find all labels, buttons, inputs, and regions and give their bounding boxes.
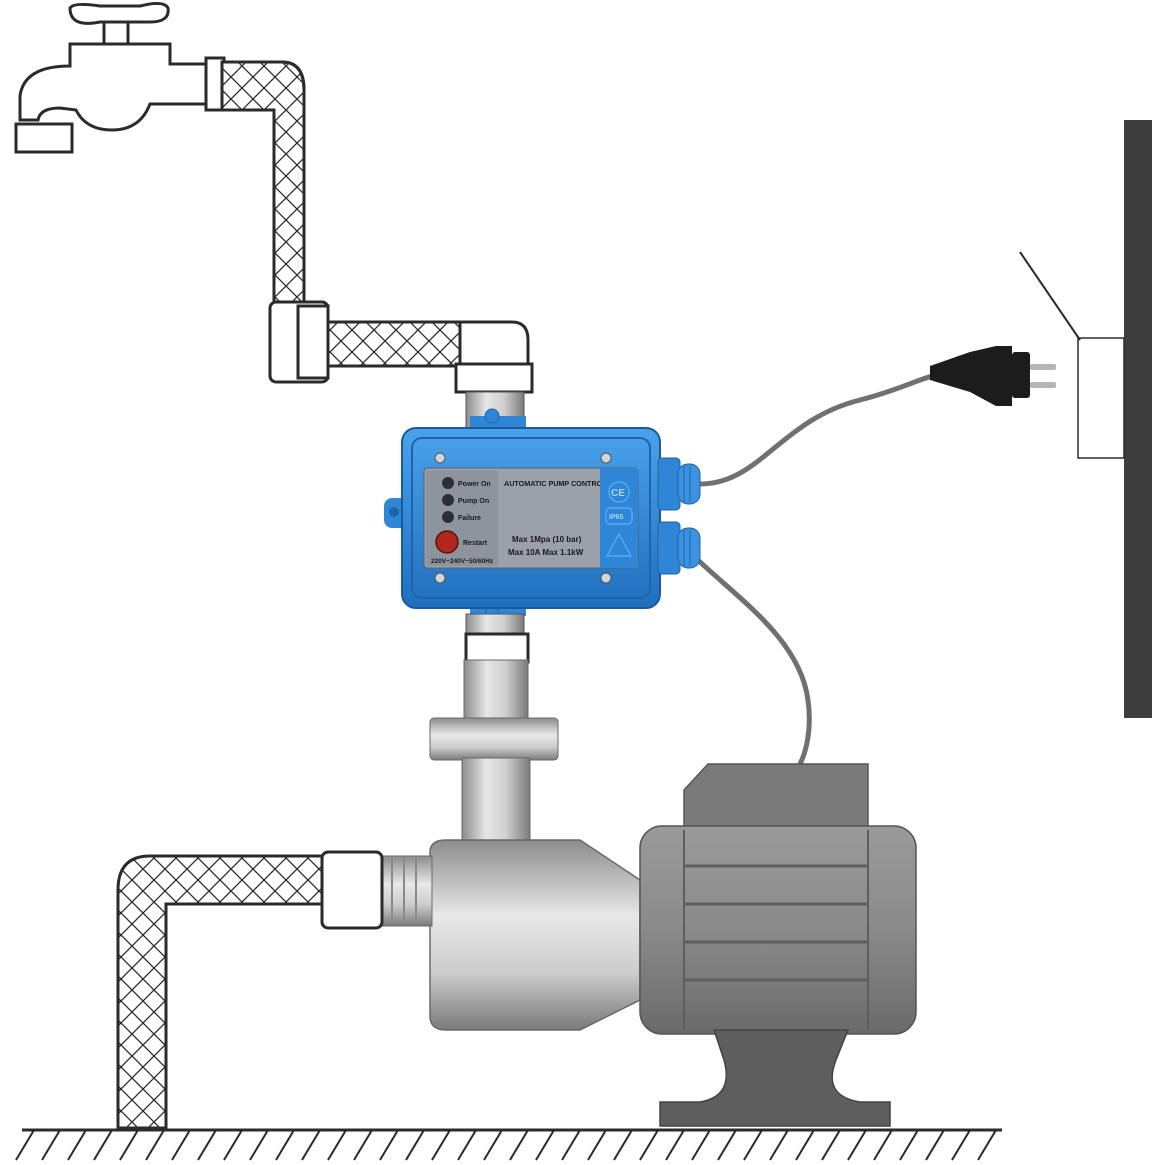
spec-electrical: Max 10A Max 1.1kW	[508, 548, 584, 557]
restart-button[interactable]	[435, 530, 459, 554]
ground-hatch-line	[275, 1129, 295, 1161]
ground-hatch-line	[171, 1129, 191, 1161]
ip-mark: IP65	[609, 514, 624, 521]
plug-pin-upper	[1030, 364, 1056, 370]
ground-hatch-line	[665, 1129, 685, 1161]
ce-mark-badge	[608, 481, 630, 503]
ground-hatch-line	[821, 1129, 841, 1161]
ground-hatch-line	[67, 1129, 87, 1161]
ground-hatch-line	[717, 1129, 737, 1161]
ground-hatch-line	[197, 1129, 217, 1161]
ground-hatch-line	[93, 1129, 113, 1161]
ground-hatch-line	[119, 1129, 139, 1161]
ground-hatch-line	[639, 1129, 659, 1161]
restart-label: Restart	[463, 540, 488, 547]
hose-lower-collar	[320, 850, 384, 930]
led-pump-on	[442, 494, 454, 506]
cable-gland-pump	[657, 521, 701, 575]
power-plug	[930, 346, 1056, 406]
plug-pin-lower	[1030, 382, 1056, 388]
controller-title: AUTOMATIC PUMP CONTROL	[504, 479, 607, 488]
motor-base	[659, 1029, 891, 1127]
lower-white-coupling	[464, 632, 530, 664]
ground-hatch-line	[301, 1129, 321, 1161]
ground-hatch-line	[925, 1129, 945, 1161]
ground-hatch-line	[587, 1129, 607, 1161]
ip-rating-badge	[605, 507, 633, 525]
ground-hatch-line	[431, 1129, 451, 1161]
ground-hatch-line	[457, 1129, 477, 1161]
ground-hatch-line	[535, 1129, 555, 1161]
ground-hatch-line	[561, 1129, 581, 1161]
ground-hatch-line	[41, 1129, 61, 1161]
top-mount-screw	[484, 408, 500, 424]
ground-hatch-line	[223, 1129, 243, 1161]
warning-triangle-icon	[605, 532, 633, 557]
pressure-controller: Power On Pump On Failure Restart 220V~24…	[384, 408, 701, 622]
power-cable	[699, 371, 941, 487]
ground-hatch-line	[405, 1129, 425, 1161]
ground-hatch-line	[847, 1129, 867, 1161]
voltage-label: 220V~240V~50/60Hz	[431, 558, 494, 565]
led-label-failure: Failure	[458, 515, 481, 522]
tap-spout-nozzle	[14, 122, 74, 154]
ground-hatch-line	[691, 1129, 711, 1161]
ground-hatch-line	[613, 1129, 633, 1161]
tap-handle	[68, 1, 170, 25]
outlet-flange	[429, 717, 559, 761]
wall	[1124, 120, 1152, 718]
ground-hatch-line	[899, 1129, 919, 1161]
vertical-outlet-pipe	[463, 659, 529, 723]
ground-hatch-line	[15, 1129, 35, 1161]
upper-elbow-fitting	[454, 320, 534, 394]
ground-hatch-line	[353, 1129, 373, 1161]
ground-hatch-line	[873, 1129, 893, 1161]
ground-hatch-line	[769, 1129, 789, 1161]
tap-body	[18, 42, 212, 132]
led-power-on	[442, 477, 454, 489]
tap-stem	[102, 20, 130, 46]
wall-socket	[1077, 337, 1125, 459]
motor-body	[639, 825, 917, 1035]
spec-pressure: Max 1Mpa (10 bar)	[512, 535, 582, 544]
led-failure	[442, 511, 454, 523]
ground-hatch-line	[483, 1129, 503, 1161]
upper-braided-hose	[220, 60, 464, 384]
ce-mark: CE	[611, 488, 625, 499]
hose-horizontal-braid	[326, 320, 464, 368]
ground-hatch-line	[977, 1129, 997, 1161]
ground	[15, 1128, 1002, 1161]
ground-hatch-line	[379, 1129, 399, 1161]
water-tap	[14, 1, 226, 154]
pump-cable	[696, 558, 812, 766]
ground-hatch-line	[951, 1129, 971, 1161]
outlet-neck	[461, 757, 531, 849]
ground-hatch-line	[509, 1129, 529, 1161]
ground-hatch-line	[743, 1129, 763, 1161]
ground-hatch-line	[795, 1129, 815, 1161]
ground-hatch-line	[249, 1129, 269, 1161]
socket-pointer-line	[1019, 251, 1081, 341]
cable-gland-power	[657, 457, 701, 511]
lower-braided-hose	[116, 850, 384, 1130]
motor-terminal-box	[683, 763, 869, 831]
pump-motor	[639, 763, 917, 1127]
led-label-pump-on: Pump On	[458, 498, 489, 505]
pump-inlet-threads	[379, 855, 433, 927]
led-label-power-on: Power On	[458, 481, 491, 488]
ground-hatch-line	[145, 1129, 165, 1161]
pump-housing	[379, 839, 641, 1031]
ground-hatch-line	[327, 1129, 347, 1161]
